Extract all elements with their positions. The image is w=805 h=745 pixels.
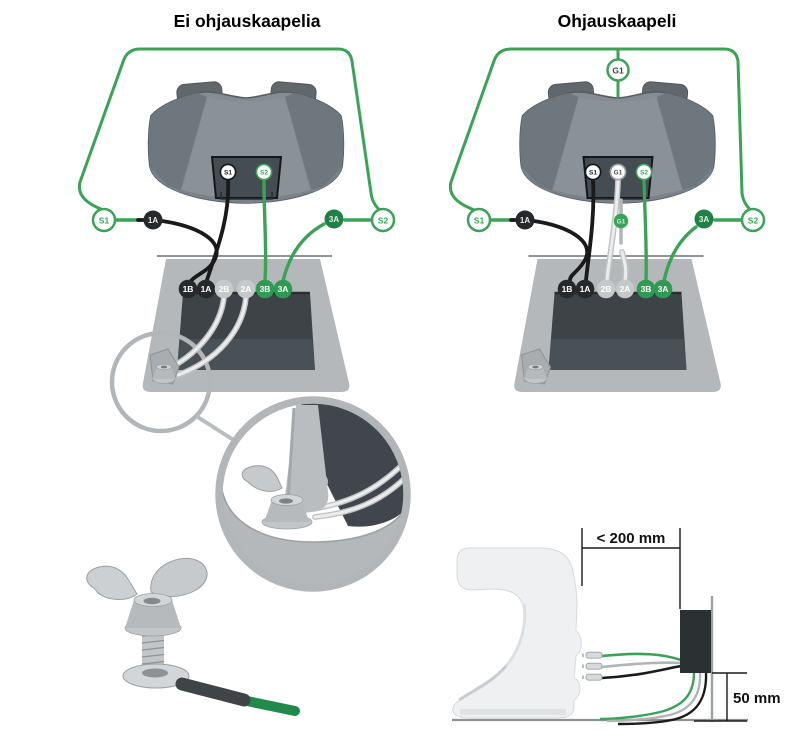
svg-text:2B: 2B [601, 284, 612, 294]
svg-text:S1: S1 [99, 216, 110, 226]
svg-text:1A: 1A [148, 216, 158, 225]
svg-text:3A: 3A [699, 215, 709, 224]
terminal-2b [214, 279, 234, 299]
wire-3a-terminal-to-3a [281, 222, 326, 283]
svg-text:3A: 3A [278, 284, 289, 294]
panel-s2-connector [255, 163, 273, 181]
spade-terminals [582, 651, 603, 681]
svg-text:G1: G1 [617, 219, 626, 226]
magnified-wing-right [305, 472, 328, 494]
wire-1a-badge [515, 210, 535, 230]
diagram-left: Ei ohjauskaapelia 1B 1A 2B [77, 11, 411, 716]
wire-3a-badge [324, 209, 344, 229]
guide-g1-badge [606, 58, 630, 82]
svg-text:3A: 3A [658, 284, 669, 294]
wire-panel-s2-to-3b [262, 178, 268, 282]
rotator-device [147, 80, 345, 204]
svg-text:2A: 2A [241, 284, 252, 294]
svg-text:S2: S2 [640, 170, 648, 177]
wire-2a-unused [176, 295, 248, 377]
svg-text:50 mm: 50 mm [733, 690, 781, 707]
svg-text:S2: S2 [378, 216, 389, 226]
svg-text:3A: 3A [329, 215, 339, 224]
wing-left [86, 565, 138, 600]
svg-text:1B: 1B [562, 284, 573, 294]
terminal-3b [636, 279, 656, 299]
sensor-s2-badge [370, 207, 396, 233]
svg-text:G1: G1 [614, 170, 623, 177]
bundle-wire-gray [606, 671, 702, 723]
ground-wire-green [242, 696, 300, 716]
wire-1a-badge [143, 210, 163, 230]
terminal-3a [653, 279, 673, 299]
ground-wire-sleeve [175, 677, 251, 707]
junction-box [680, 610, 711, 673]
wire-panel-s1-to-1a [205, 178, 231, 282]
svg-text:S1: S1 [589, 170, 597, 177]
svg-text:S1: S1 [224, 170, 232, 177]
wing-nut-kit [86, 557, 300, 716]
dimension-max-distance: < 200 mm [581, 528, 681, 609]
title-right: Ohjauskaapeli [558, 11, 677, 31]
svg-text:1A: 1A [520, 216, 530, 225]
terminal-3b [255, 279, 275, 299]
terminal-row: 1B 1A 2B 2A 3B 3A [557, 279, 673, 299]
bundle-wire-green [599, 671, 696, 721]
terminal-1a [196, 279, 216, 299]
bundle-wire-black [617, 671, 708, 726]
magnified-wire-2 [313, 476, 404, 519]
svg-text:3B: 3B [641, 284, 652, 294]
sensor-s1-badge [466, 207, 492, 233]
lead-wire-black [601, 664, 682, 680]
mounting-diagram: < 200 mm 50 mm [452, 528, 781, 726]
svg-text:1A: 1A [201, 284, 212, 294]
diagram-right: Ohjauskaapeli 1B 1A 2B 2A [448, 11, 766, 394]
lead-wire-green [601, 652, 682, 662]
lead-wire-gray [601, 661, 682, 669]
mast-bracket [452, 547, 582, 719]
svg-text:2A: 2A [620, 284, 631, 294]
svg-text:< 200 mm: < 200 mm [597, 530, 666, 547]
panel-s1-connector [584, 163, 602, 181]
wire-panel-g1-to-2b [605, 179, 620, 282]
wire-2b-unused [170, 295, 226, 369]
wing-nut [125, 600, 181, 628]
wire-panel-s1-to-1a [584, 178, 596, 282]
wire-2a-stub [620, 250, 628, 282]
svg-text:3B: 3B [260, 284, 271, 294]
terminal-2b [596, 279, 616, 299]
svg-text:G1: G1 [612, 66, 624, 76]
sensor-loop-cable [77, 47, 382, 213]
terminal-2a [236, 279, 256, 299]
wing-right [150, 557, 208, 598]
terminal-1b [557, 279, 577, 299]
panel-g1-connector [609, 163, 627, 181]
magnified-wing-left [241, 465, 283, 492]
wire-3a-terminal-to-3a [662, 225, 698, 283]
panel-s1-connector [219, 163, 237, 181]
magnifier-detail-circle [215, 396, 411, 592]
svg-text:S2: S2 [260, 170, 268, 177]
sensor-s2-badge [740, 207, 766, 233]
svg-text:1B: 1B [183, 284, 194, 294]
wire-3a-badge [694, 209, 714, 229]
panel-s2-connector [635, 163, 653, 181]
wire-panel-s2-to-3b [642, 178, 648, 282]
terminal-1b [178, 279, 198, 299]
title-left: Ei ohjauskaapelia [174, 11, 321, 31]
magnified-wing-nut [264, 500, 309, 522]
magnifier-small-circle [109, 330, 213, 434]
wire-g1-badge [613, 213, 629, 229]
terminal-3a [273, 279, 293, 299]
svg-text:1A: 1A [580, 284, 591, 294]
svg-text:2B: 2B [219, 284, 230, 294]
terminal-2a [615, 279, 635, 299]
svg-text:S2: S2 [748, 216, 759, 226]
dimension-height: 50 mm [694, 672, 781, 722]
terminal-1a [575, 279, 595, 299]
terminal-row: 1B 1A 2B 2A 3B 3A [178, 279, 293, 299]
svg-text:S1: S1 [474, 216, 485, 226]
sensor-s1-badge [91, 207, 117, 233]
wire-1a-to-1b [532, 219, 590, 282]
